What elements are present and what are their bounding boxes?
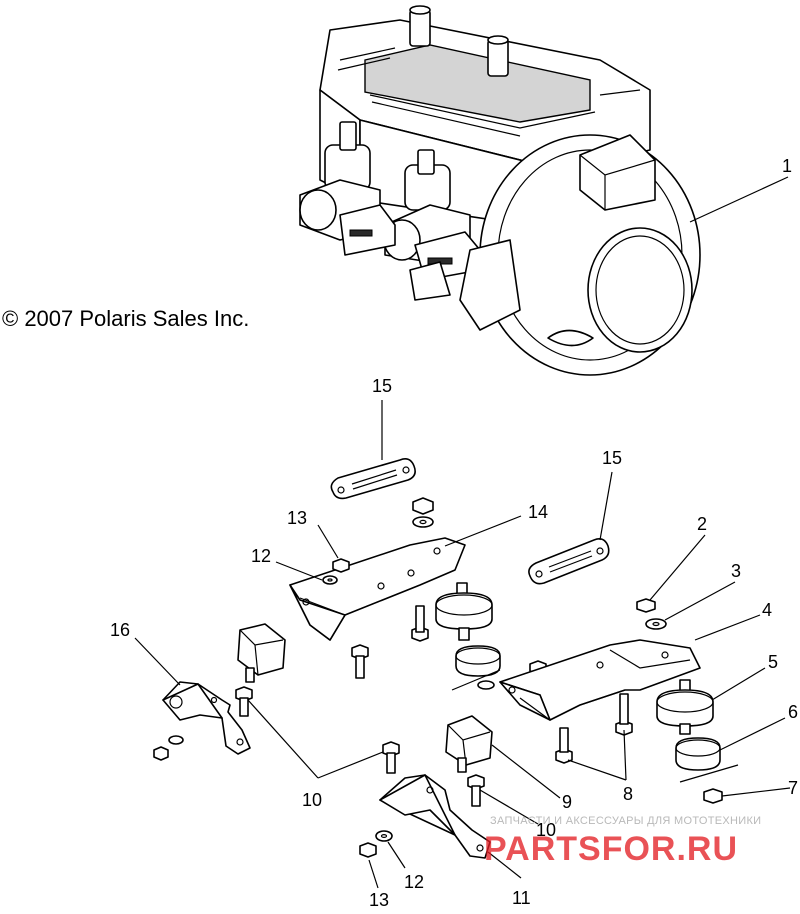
mount-block-16 <box>237 623 286 683</box>
callout-15-upper: 15 <box>372 376 392 396</box>
mount-block-9 <box>445 715 493 773</box>
svg-text:PARTSFOR.RU: PARTSFOR.RU <box>484 830 738 868</box>
callout-16: 16 <box>110 620 130 640</box>
callout-11: 11 <box>512 888 531 908</box>
washer-3 <box>645 618 667 630</box>
callout-numbers: 1 2 3 4 5 6 7 8 9 10 10 11 12 12 13 13 1… <box>110 156 798 910</box>
copyright-notice: © 2007 Polaris Sales Inc. <box>2 306 250 331</box>
callout-15-right: 15 <box>602 448 622 468</box>
callout-5: 5 <box>768 652 778 672</box>
bolt-10-upper <box>235 686 253 717</box>
callout-9: 9 <box>562 792 572 812</box>
watermark-tagline: ЗАПЧАСТИ И АКСЕССУАРЫ ДЛЯ МОТОТЕХНИКИ <box>490 815 762 827</box>
bolt-under-14-left <box>351 644 369 679</box>
callout-12-lower: 12 <box>404 872 424 892</box>
damper-pad-upper <box>451 645 501 691</box>
callout-13-upper: 13 <box>287 508 307 528</box>
nut-13-lower <box>359 842 377 858</box>
damper-pad-6 <box>675 737 739 783</box>
callout-6: 6 <box>788 702 798 722</box>
engine-mount-bracket-4 <box>499 639 701 721</box>
slotted-plate-15-upper <box>330 458 416 500</box>
bolt-8-left <box>555 727 573 764</box>
rubber-mount-upper <box>435 582 493 641</box>
nut-washer-set-12-13-upper <box>322 558 350 585</box>
nut-washer-set-16 <box>153 735 184 761</box>
slotted-plate-15-right <box>528 538 610 585</box>
bolt-10-lower-left <box>382 741 400 774</box>
nut-2 <box>636 598 656 613</box>
callout-12-upper: 12 <box>251 546 271 566</box>
callout-10-left: 10 <box>302 790 322 810</box>
engine-assembly <box>299 5 701 376</box>
callout-1: 1 <box>782 156 792 176</box>
callout-8: 8 <box>623 784 633 804</box>
nut-7 <box>703 788 723 804</box>
bolt-under-14-right <box>411 605 429 642</box>
mount-bracket-11 <box>379 774 491 859</box>
callout-3: 3 <box>731 561 741 581</box>
callout-2: 2 <box>697 514 707 534</box>
callout-13-lower: 13 <box>369 890 389 909</box>
leader-lines <box>134 176 791 889</box>
bolt-8-right <box>615 693 633 736</box>
nut-washer-set-14 <box>412 497 434 528</box>
callout-4: 4 <box>762 600 772 620</box>
watermark-logo: PARTSFOR.RU <box>484 830 738 868</box>
callout-10-right: 10 <box>536 820 556 840</box>
callout-7: 7 <box>788 778 798 798</box>
callout-14: 14 <box>528 502 548 522</box>
washer-12-lower <box>375 830 393 842</box>
bolt-10-lower-right <box>467 774 485 807</box>
engine-mount-bracket-14 <box>289 537 466 641</box>
mount-bracket-16 <box>162 681 251 755</box>
rubber-mount-5 <box>656 679 714 735</box>
